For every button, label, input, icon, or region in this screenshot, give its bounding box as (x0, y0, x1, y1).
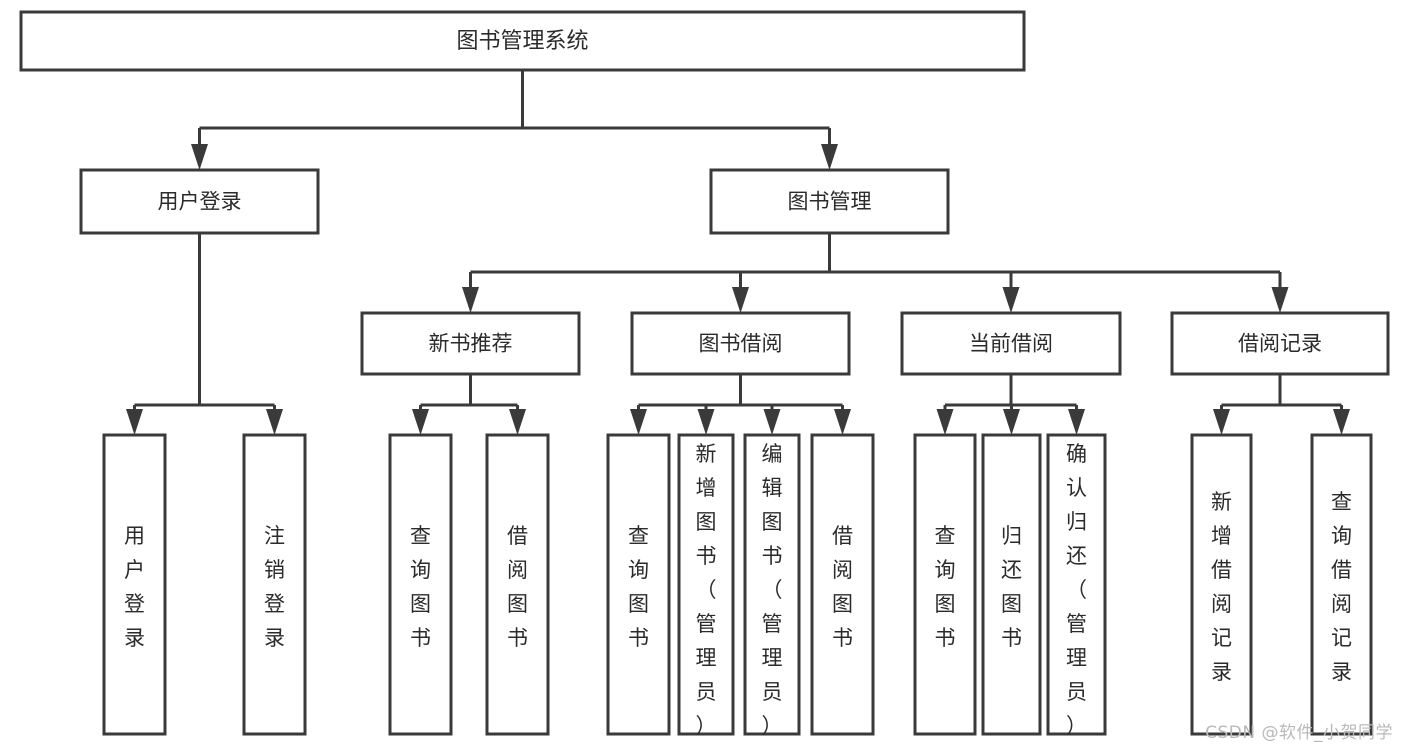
node-label: 图书借阅 (699, 332, 783, 356)
leaf-label: 确认归还（管理员） (1066, 442, 1087, 738)
node-box[interactable] (630, 311, 851, 376)
node-leaf-confirm-return-admin[interactable]: 确认归还（管理员） (1046, 433, 1107, 738)
node-box[interactable] (102, 433, 167, 736)
node-box[interactable] (677, 433, 735, 736)
arrow-head (936, 409, 954, 435)
node-box[interactable] (709, 168, 950, 235)
node-label: 用户登录 (158, 190, 242, 214)
arrow-head (191, 144, 208, 170)
node-box[interactable] (981, 433, 1042, 736)
leaf-label: 查询图书 (628, 524, 649, 650)
node-box[interactable] (242, 433, 307, 736)
arrow-head (126, 409, 143, 435)
arrow-head (821, 144, 838, 170)
node-box[interactable] (360, 311, 581, 376)
node-label: 借阅记录 (1238, 332, 1322, 356)
node-box[interactable] (1310, 433, 1373, 736)
node-leaf-query-borrow-record[interactable]: 查询借阅记录 (1310, 433, 1373, 736)
node-leaf-borrow-book[interactable]: 借阅图书 (810, 433, 875, 736)
node-leaf-query-book-rec[interactable]: 查询图书 (388, 433, 453, 736)
arrow-head (1271, 287, 1289, 313)
node-box[interactable] (900, 311, 1122, 376)
leaf-label: 查询图书 (410, 524, 431, 650)
node-box[interactable] (743, 433, 801, 736)
node-leaf-return-book[interactable]: 归还图书 (981, 433, 1042, 736)
node-leaf-add-book-admin[interactable]: 新增图书（管理员） (677, 433, 735, 738)
leaf-label: 编辑图书（管理员） (762, 442, 783, 738)
leaf-label: 借阅图书 (507, 524, 528, 650)
node-leaf-user-login[interactable]: 用户登录 (102, 433, 167, 736)
node-box[interactable] (810, 433, 875, 736)
arrow-head (1002, 287, 1020, 313)
leaf-label: 查询图书 (935, 524, 956, 650)
leaf-label: 新增借阅记录 (1211, 490, 1232, 684)
node-leaf-edit-book-admin[interactable]: 编辑图书（管理员） (743, 433, 801, 738)
arrow-head (697, 409, 715, 435)
arrow-head (1213, 409, 1230, 435)
leaf-label: 查询借阅记录 (1331, 490, 1352, 684)
connector-group-current-borrow (936, 374, 1085, 435)
node-leaf-borrow-book-rec[interactable]: 借阅图书 (485, 433, 550, 736)
connector-group-book-manage (462, 233, 1289, 313)
node-leaf-query-book-cur[interactable]: 查询图书 (913, 433, 977, 736)
leaf-label: 注销登录 (264, 524, 285, 650)
node-book-manage[interactable]: 图书管理 (709, 168, 950, 235)
arrow-head (412, 409, 429, 435)
arrow-head (1333, 409, 1350, 435)
node-box[interactable] (1170, 311, 1390, 376)
arrow-head (1003, 409, 1020, 435)
leaf-label: 用户登录 (124, 524, 145, 650)
node-box[interactable] (913, 433, 977, 736)
node-current-borrow[interactable]: 当前借阅 (900, 311, 1122, 376)
node-borrow-record[interactable]: 借阅记录 (1170, 311, 1390, 376)
leaf-label: 归还图书 (1001, 524, 1022, 650)
arrow-head (509, 409, 526, 435)
arrow-head (630, 409, 647, 435)
leaf-label: 新增图书（管理员） (696, 442, 717, 738)
connector-layer (126, 70, 1350, 435)
node-box[interactable] (606, 433, 671, 736)
node-root[interactable]: 图书管理系统 (19, 10, 1026, 72)
arrow-head (763, 409, 781, 435)
node-leaf-logout[interactable]: 注销登录 (242, 433, 307, 736)
leaf-label: 借阅图书 (832, 524, 853, 650)
arrow-head (1068, 409, 1085, 435)
connector-group-user-login (126, 233, 283, 435)
node-user-login[interactable]: 用户登录 (79, 168, 320, 235)
arrow-head (834, 409, 851, 435)
node-layer: 图书管理系统用户登录图书管理新书推荐图书借阅当前借阅借阅记录用户登录注销登录查询… (19, 10, 1390, 738)
node-box[interactable] (485, 433, 550, 736)
node-label: 当前借阅 (969, 332, 1053, 356)
arrow-head (732, 287, 749, 313)
node-book-borrow[interactable]: 图书借阅 (630, 311, 851, 376)
node-new-book-recommend[interactable]: 新书推荐 (360, 311, 581, 376)
connector-group-root (191, 70, 838, 170)
node-leaf-add-borrow-record[interactable]: 新增借阅记录 (1190, 433, 1253, 736)
watermark-credit: CSDN @软件_小贺同学 (1205, 723, 1393, 743)
node-box[interactable] (1046, 433, 1107, 736)
node-box[interactable] (79, 168, 320, 235)
connector-group-book-borrow (630, 374, 851, 435)
arrow-head (266, 409, 283, 435)
node-box[interactable] (388, 433, 453, 736)
node-leaf-query-book-borrow[interactable]: 查询图书 (606, 433, 671, 736)
node-box[interactable] (19, 10, 1026, 72)
node-label: 新书推荐 (429, 332, 513, 356)
connector-group-borrow-record (1213, 374, 1350, 435)
connector-group-new-book-recommend (412, 374, 526, 435)
node-box[interactable] (1190, 433, 1253, 736)
node-label: 图书管理系统 (456, 29, 588, 54)
node-label: 图书管理 (788, 190, 872, 214)
arrow-head (462, 287, 479, 313)
